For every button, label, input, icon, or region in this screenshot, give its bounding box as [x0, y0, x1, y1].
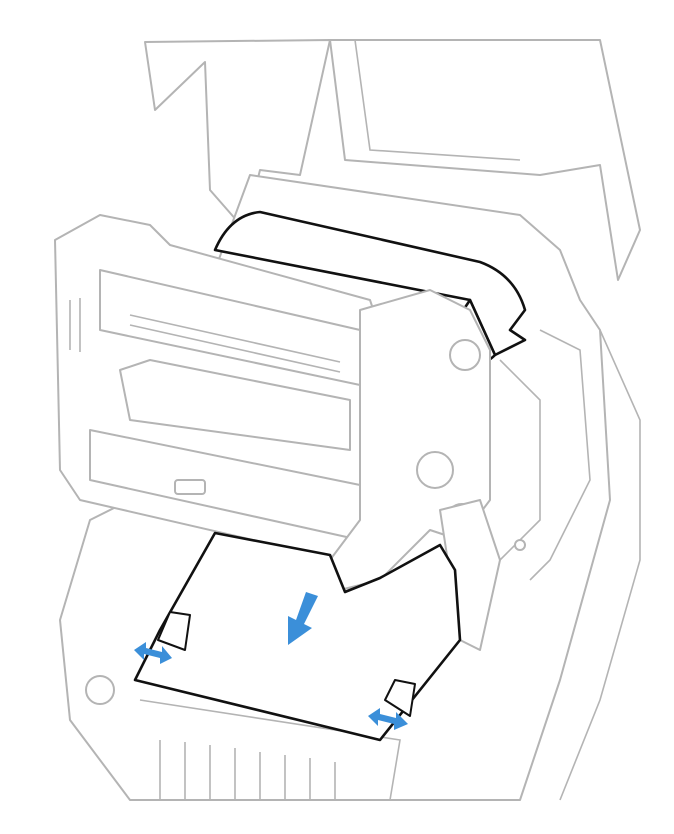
right-guide-adjust-arrow: [368, 708, 408, 730]
media-guides: [157, 611, 416, 717]
left-guide-adjust-arrow: [134, 642, 172, 664]
release-button: [174, 479, 206, 495]
feed-direction-arrow: [288, 592, 318, 645]
printhead-assembly: [54, 214, 501, 651]
